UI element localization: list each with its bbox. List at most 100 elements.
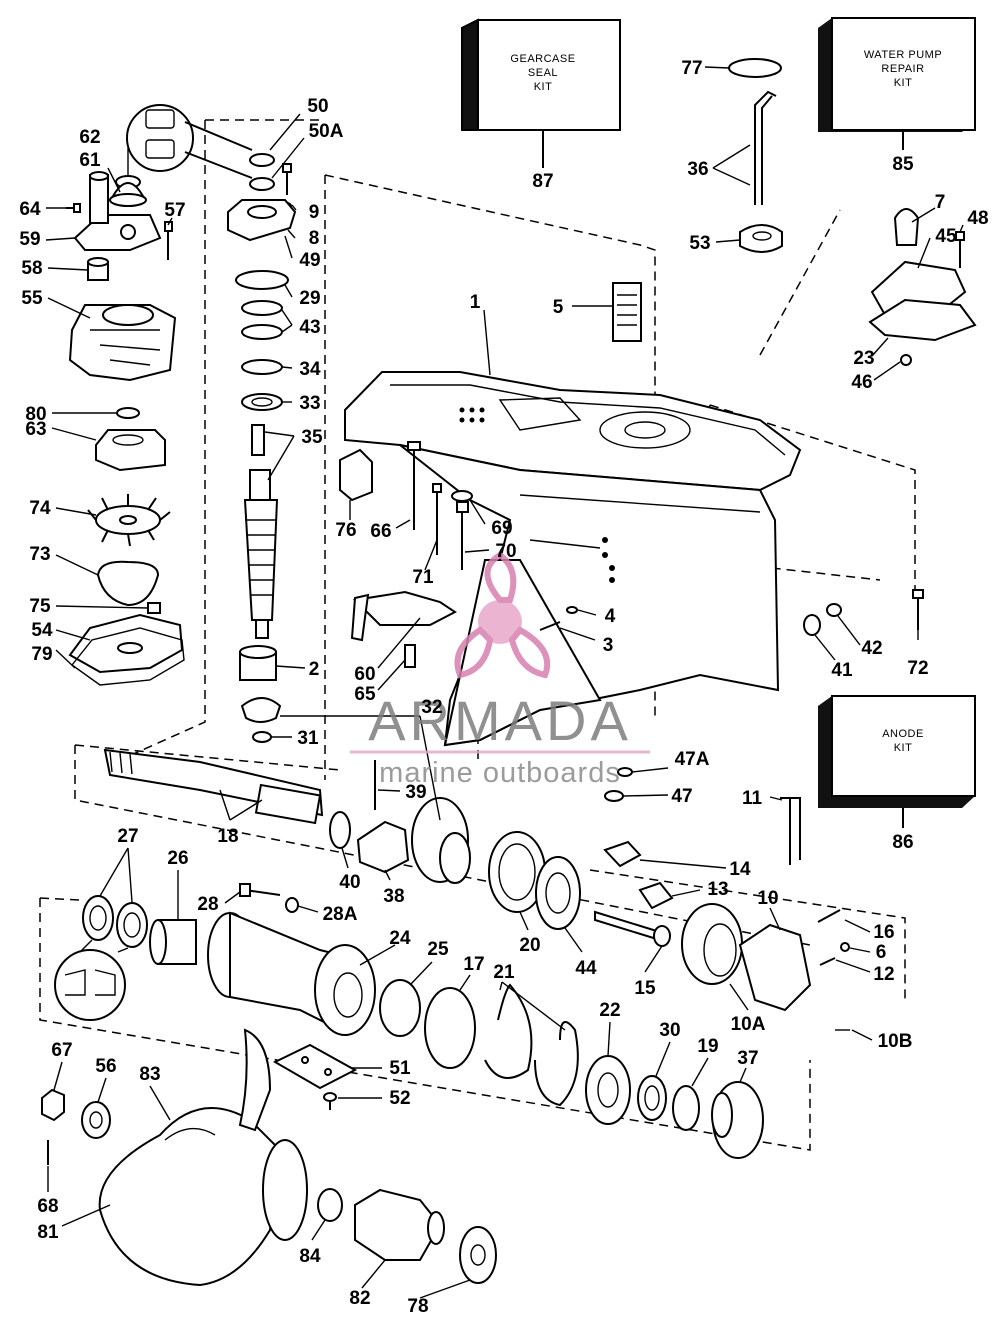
callout-50: 50	[307, 96, 328, 117]
callout-53: 53	[689, 233, 710, 254]
callout-13: 13	[707, 879, 728, 900]
callout-43: 43	[299, 317, 320, 338]
water-pump-parts	[66, 171, 185, 686]
anode-kit-line-2: KIT	[894, 742, 913, 754]
callout-32: 32	[421, 697, 442, 718]
callout-3: 3	[603, 635, 614, 656]
callout-21: 21	[493, 962, 515, 983]
callout-29: 29	[299, 288, 320, 309]
callout-47a: 47A	[675, 749, 710, 770]
callout-78: 78	[407, 1296, 428, 1317]
callout-82: 82	[349, 1288, 370, 1309]
callout-31: 31	[297, 728, 319, 749]
callout-62: 62	[79, 127, 100, 148]
water-tube-parts	[612, 58, 977, 366]
callout-24: 24	[389, 928, 411, 949]
callout-1: 1	[470, 292, 481, 313]
gearcase-kit-line-2: SEAL	[528, 67, 558, 79]
callout-59: 59	[19, 229, 40, 250]
callout-40: 40	[339, 872, 360, 893]
leader-lines	[45, 66, 964, 1299]
callout-10b: 10B	[878, 1031, 913, 1052]
watermark-brand: ARMADA	[368, 689, 632, 752]
callout-20: 20	[519, 935, 540, 956]
callout-28: 28	[197, 894, 218, 915]
callout-18: 18	[217, 826, 238, 847]
gearcase-housing	[344, 371, 802, 747]
callout-8: 8	[309, 228, 320, 249]
callout-83: 83	[139, 1064, 160, 1085]
callout-50a: 50A	[309, 121, 344, 142]
callout-30: 30	[659, 1020, 680, 1041]
callout-16: 16	[873, 922, 894, 943]
callout-65: 65	[354, 684, 376, 705]
callout-14: 14	[729, 859, 751, 880]
callout-35: 35	[301, 427, 323, 448]
callout-70: 70	[495, 541, 516, 562]
callout-41: 41	[831, 660, 853, 681]
callout-51: 51	[389, 1058, 411, 1079]
anode-kit-line-1: ANODE	[882, 728, 924, 740]
callout-38: 38	[383, 886, 404, 907]
callout-86: 86	[892, 832, 913, 853]
callout-11: 11	[742, 788, 763, 809]
callout-22: 22	[599, 1000, 620, 1021]
callout-23: 23	[853, 348, 874, 369]
callout-12: 12	[873, 964, 894, 985]
armada-logo-propeller-icon	[454, 551, 551, 679]
callout-73: 73	[29, 544, 50, 565]
callout-4: 4	[605, 606, 616, 627]
propeller-parts	[41, 1028, 497, 1287]
bearing-carrier-parts	[54, 883, 764, 1159]
callout-69: 69	[491, 518, 512, 539]
callout-45: 45	[935, 226, 957, 247]
callout-76: 76	[335, 520, 356, 541]
water-pump-kit-line-1: WATER PUMP	[864, 49, 942, 61]
callout-74: 74	[29, 498, 51, 519]
callout-85: 85	[892, 154, 914, 175]
gearcase-kit-line-3: KIT	[534, 81, 553, 93]
callout-27: 27	[117, 826, 138, 847]
water-pump-kit-line-3: KIT	[894, 77, 913, 89]
callout-87: 87	[532, 171, 553, 192]
callout-60: 60	[354, 664, 375, 685]
gearcase-seal-kit-box: GEARCASE SEAL KIT	[461, 18, 621, 168]
water-pump-kit-line-2: REPAIR	[881, 63, 924, 75]
callout-55: 55	[21, 288, 43, 309]
callout-15: 15	[634, 978, 656, 999]
armada-watermark: ARMADA marine outboards	[350, 551, 650, 789]
callout-67: 67	[51, 1040, 72, 1061]
callout-33: 33	[299, 393, 320, 414]
callout-labels: 50 50A 9 8 49 29 43 34 33 35 2 31 32 62 …	[19, 58, 988, 1317]
callout-79: 79	[31, 644, 52, 665]
callout-77: 77	[681, 58, 702, 79]
callout-68: 68	[37, 1196, 58, 1217]
callout-81: 81	[37, 1222, 59, 1243]
callout-84: 84	[299, 1246, 321, 1267]
callout-42: 42	[861, 638, 882, 659]
driveshaft-parts	[126, 104, 297, 743]
callout-39: 39	[405, 782, 426, 803]
callout-49: 49	[299, 250, 320, 271]
callout-48: 48	[967, 208, 988, 229]
callout-7: 7	[935, 192, 946, 213]
callout-57: 57	[164, 200, 185, 221]
callout-66: 66	[370, 521, 391, 542]
propshaft-gears	[103, 748, 850, 1031]
callout-5: 5	[553, 297, 564, 318]
callout-28a: 28A	[323, 904, 358, 925]
callout-63: 63	[25, 419, 46, 440]
callout-64: 64	[19, 199, 41, 220]
callout-46: 46	[851, 372, 872, 393]
callout-17: 17	[463, 954, 484, 975]
callout-19: 19	[697, 1036, 718, 1057]
callout-44: 44	[575, 958, 597, 979]
callout-54: 54	[31, 620, 53, 641]
callout-9: 9	[309, 202, 320, 223]
watermark-tagline: marine outboards	[379, 757, 621, 789]
callout-71: 71	[412, 567, 434, 588]
callout-52: 52	[389, 1088, 410, 1109]
callout-10: 10	[757, 888, 778, 909]
callout-25: 25	[427, 939, 449, 960]
